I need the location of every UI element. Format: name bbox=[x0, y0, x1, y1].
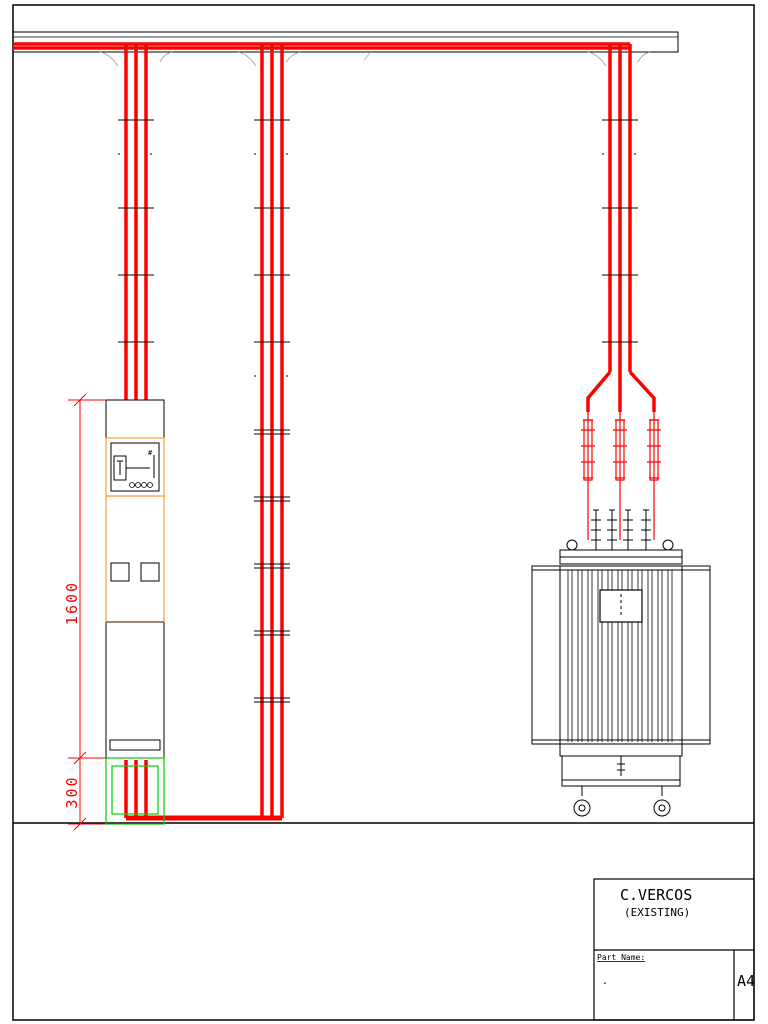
transformer-bushings bbox=[591, 509, 651, 550]
sheet-border bbox=[12, 4, 755, 1021]
title-block bbox=[593, 878, 755, 1021]
title-block-part-name-label: Part Name: bbox=[597, 953, 645, 962]
cable-tx-fan-3 bbox=[628, 370, 656, 412]
cable-bundle bbox=[13, 42, 656, 821]
title-block-part-name-value: . bbox=[602, 976, 608, 987]
title-block-title: C.VERCOS bbox=[620, 886, 692, 904]
tray-hangers bbox=[99, 51, 651, 67]
title-block-subtitle: (EXISTING) bbox=[624, 906, 690, 919]
dimension-panel-height: 1600 bbox=[63, 581, 81, 625]
ceiling-cable-tray bbox=[12, 31, 679, 53]
cable-tx-fan-1 bbox=[586, 370, 612, 412]
transformer-icon bbox=[531, 509, 711, 817]
svg-text:#: # bbox=[148, 449, 153, 457]
transformer-wheels bbox=[573, 786, 671, 817]
panel-relay-section bbox=[105, 437, 165, 497]
cable-clamps bbox=[118, 119, 638, 703]
panel-foundation bbox=[105, 757, 165, 825]
title-block-sheet-size: A4 bbox=[737, 972, 755, 990]
cable-termination-icon bbox=[581, 412, 661, 540]
switchgear-panel-icon: # bbox=[105, 399, 165, 759]
panel-meter-section bbox=[105, 495, 165, 623]
dimension-lines bbox=[68, 393, 106, 831]
dimension-base-height: 300 bbox=[63, 775, 81, 808]
